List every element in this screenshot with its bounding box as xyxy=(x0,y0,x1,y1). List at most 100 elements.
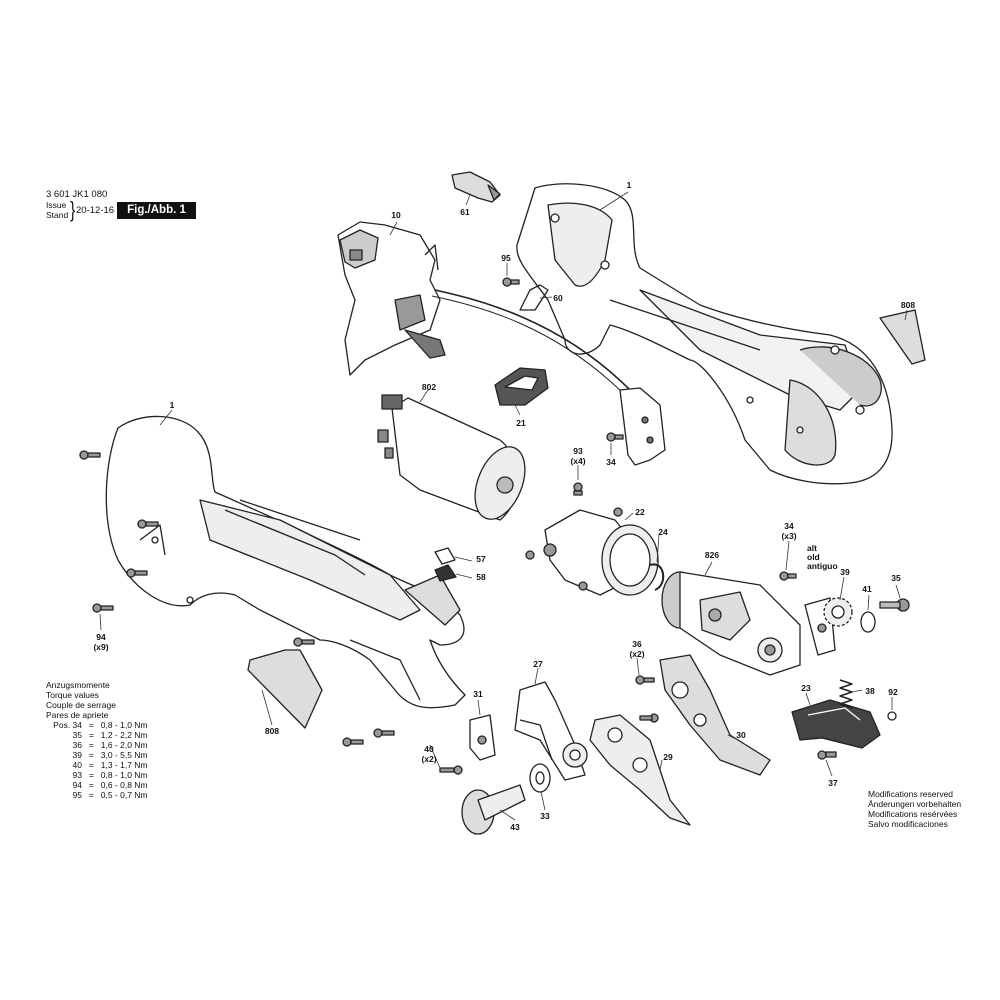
washer-33 xyxy=(530,764,550,792)
torque-row: 95 = 0,5 - 0,7 Nm xyxy=(72,790,148,800)
screw-35 xyxy=(880,599,909,611)
housing-shell-upper xyxy=(517,184,892,484)
screw-40b xyxy=(374,729,394,737)
label-part-808-bottom: 808 xyxy=(264,726,280,736)
label-part-34-qty: (x3) xyxy=(781,531,797,541)
label-part-37: 37 xyxy=(828,778,838,788)
label-part-31: 31 xyxy=(473,689,483,699)
screw-94d xyxy=(93,604,113,612)
screw-37 xyxy=(818,751,836,759)
label-part-23: 23 xyxy=(801,683,811,693)
screw-36a xyxy=(636,676,654,684)
bolt-43 xyxy=(462,785,525,834)
brace-glyph: } xyxy=(70,197,76,222)
modifications-de: Änderungen vorbehalten xyxy=(868,799,962,809)
screw-34-mid xyxy=(607,433,623,441)
figure-badge: Fig./Abb. 1 xyxy=(117,202,196,219)
label-part-61: 61 xyxy=(460,207,470,217)
screw-34-right xyxy=(780,572,796,580)
modifications-fr: Modifications resérvées xyxy=(868,809,958,819)
screw-40c xyxy=(343,738,363,746)
label-part-1-top: 1 xyxy=(626,180,632,190)
blade-27 xyxy=(515,682,587,780)
torque-row: Pos. 34 = 0,8 - 1,0 Nm xyxy=(53,720,148,730)
label-part-41: 41 xyxy=(862,584,872,594)
gear-housing-22 xyxy=(526,508,658,595)
screw-94c xyxy=(127,569,147,577)
label-part-92: 92 xyxy=(888,687,898,697)
label-part-826: 826 xyxy=(704,550,720,560)
plate-31 xyxy=(470,715,495,760)
pin-92 xyxy=(888,712,896,720)
housing-shell-lower xyxy=(106,416,465,707)
screw-40a xyxy=(440,766,462,774)
torque-title-de: Anzugsmomente xyxy=(46,680,110,690)
label-part-22: 22 xyxy=(635,507,645,517)
label-808-bottom xyxy=(248,650,322,728)
label-part-36-qty: (x2) xyxy=(629,649,645,659)
clip-60 xyxy=(520,285,548,310)
electronics-board-10 xyxy=(338,222,630,395)
gear-unit-826 xyxy=(662,572,800,675)
torque-row: 94 = 0,6 - 0,8 Nm xyxy=(72,780,148,790)
part-57 xyxy=(435,548,455,564)
label-part-43: 43 xyxy=(510,822,520,832)
label-part-29: 29 xyxy=(663,752,673,762)
label-antiguo: antiguo xyxy=(807,561,838,571)
gear-39 xyxy=(824,598,852,626)
leader-lines xyxy=(100,192,907,820)
torque-row: 35 = 1,2 - 2,2 Nm xyxy=(72,730,148,740)
label-part-30: 30 xyxy=(736,730,746,740)
part-58 xyxy=(435,565,456,581)
label-part-58: 58 xyxy=(476,572,486,582)
torque-title-es: Pares de apriete xyxy=(46,710,109,720)
label-part-95: 95 xyxy=(501,253,511,263)
label-part-10: 10 xyxy=(391,210,401,220)
label-part-36: 36 xyxy=(632,639,642,649)
torque-row: 39 = 3,0 - 5,5 Nm xyxy=(72,750,148,760)
label-part-24: 24 xyxy=(658,527,668,537)
blade-29 xyxy=(590,715,690,825)
screw-94b xyxy=(138,520,158,528)
label-part-21: 21 xyxy=(516,418,526,428)
label-alt: alt xyxy=(807,543,817,553)
torque-title-en: Torque values xyxy=(46,690,99,700)
part-number: 3 601 JK1 080 xyxy=(46,189,108,200)
torque-title-fr: Couple de serrage xyxy=(46,700,116,710)
part-61 xyxy=(452,172,500,202)
label-old: old xyxy=(807,552,820,562)
switch-21 xyxy=(495,368,548,405)
torque-row: 40 = 1,3 - 1,7 Nm xyxy=(72,760,148,770)
circlip-24 xyxy=(650,564,663,590)
motor-802 xyxy=(378,395,535,526)
screw-95 xyxy=(503,278,519,286)
label-808-top xyxy=(880,310,925,364)
label-part-40-qty: (x2) xyxy=(421,754,437,764)
screw-93 xyxy=(574,483,582,495)
label-part-60: 60 xyxy=(553,293,563,303)
label-part-38: 38 xyxy=(865,686,875,696)
label-part-39: 39 xyxy=(840,567,850,577)
modifications-en: Modifications reserved xyxy=(868,789,954,799)
label-part-35: 35 xyxy=(891,573,901,583)
label-part-33: 33 xyxy=(540,811,550,821)
modifications-es: Salvo modificaciones xyxy=(868,819,948,829)
label-part-27: 27 xyxy=(533,659,543,669)
label-part-93: 93 xyxy=(573,446,583,456)
label-part-808-top: 808 xyxy=(900,300,916,310)
label-part-57: 57 xyxy=(476,554,486,564)
torque-row: 36 = 1,6 - 2,0 Nm xyxy=(72,740,148,750)
screw-94a xyxy=(80,451,100,459)
contact-bracket xyxy=(620,388,665,465)
torque-row: 93 = 0,8 - 1,0 Nm xyxy=(72,770,148,780)
issue-label: Issue xyxy=(46,200,67,210)
label-part-1-left: 1 xyxy=(169,400,175,410)
screw-94e xyxy=(294,638,314,646)
washer-41 xyxy=(861,612,875,632)
stand-label: Stand xyxy=(46,210,69,220)
spring-38 xyxy=(840,680,852,708)
label-part-94-qty: (x9) xyxy=(93,642,109,652)
label-part-94: 94 xyxy=(96,632,106,642)
